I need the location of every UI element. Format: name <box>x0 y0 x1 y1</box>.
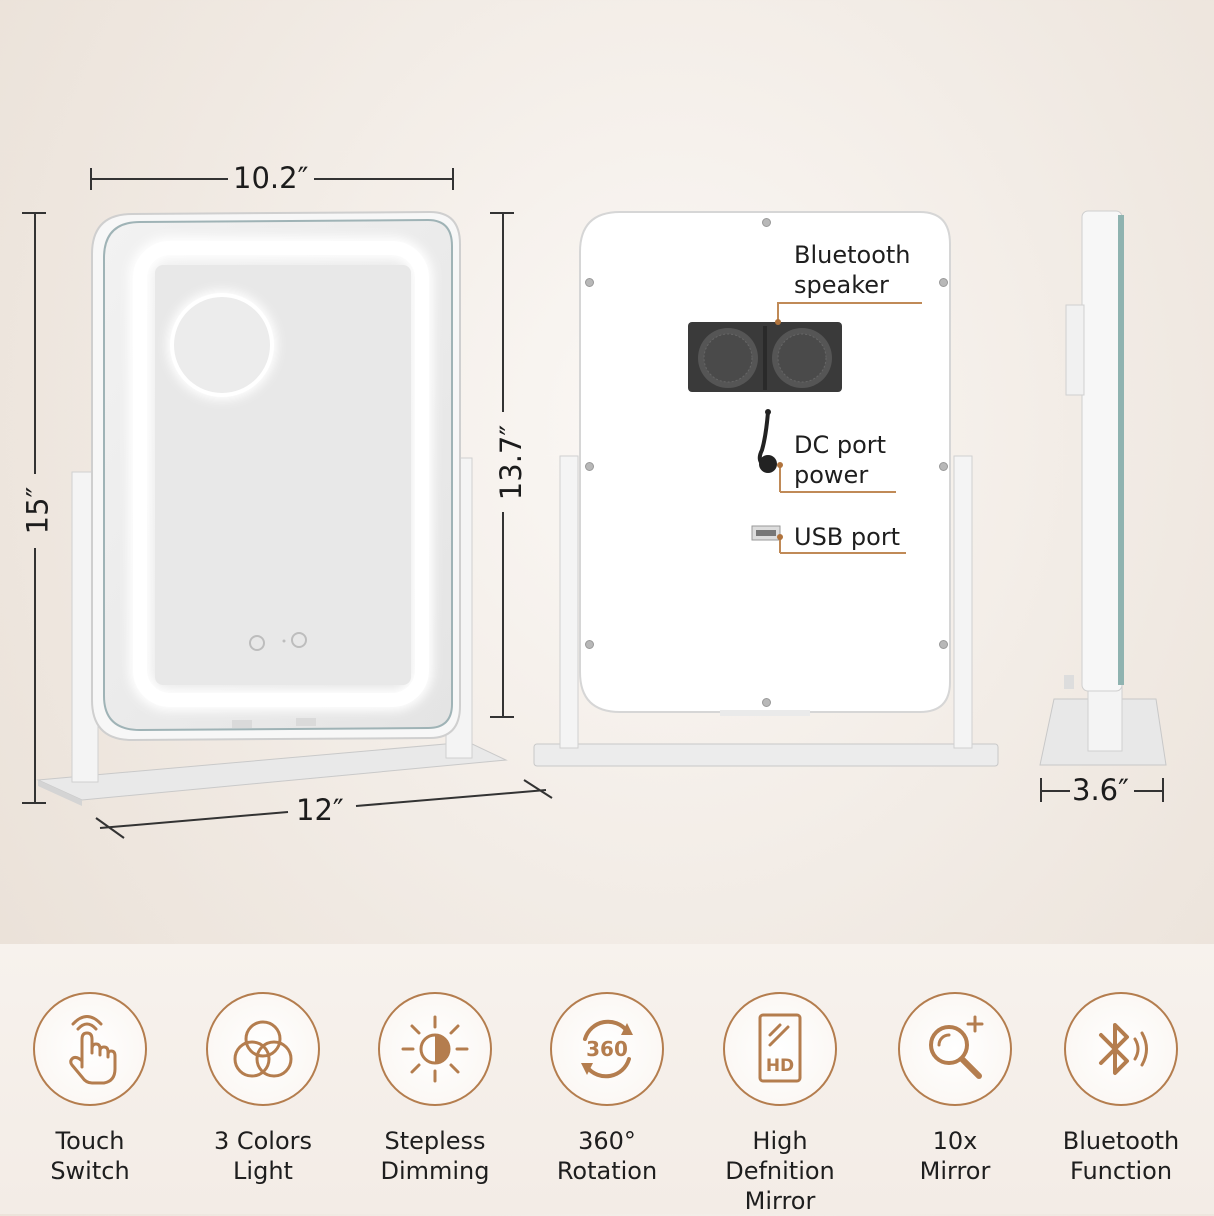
touch-switch-icon <box>33 992 147 1106</box>
feature-label: 360° Rotation <box>556 1127 658 1185</box>
bluetooth-icon <box>1064 992 1178 1106</box>
base-width-dimension-line <box>95 779 553 839</box>
feature-bluetooth: Bluetooth Function <box>1036 992 1206 1186</box>
feature-dimming: Stepless Dimming <box>350 992 520 1186</box>
dimension-width-base: 12″ <box>296 793 344 827</box>
feature-label: High Defnition Mirror <box>725 1127 835 1215</box>
side-mirror-illustration <box>1039 210 1167 766</box>
feature-label: 3 Colors Light <box>213 1127 313 1185</box>
feature-hd-mirror: HD High Defnition Mirror <box>695 992 865 1216</box>
feature-label: 10x Mirror <box>919 1127 991 1185</box>
product-dimensions-panel: 10.2″ 15″ 12″ 13.7″ <box>20 161 1167 839</box>
callout-dc-port: DC port power <box>794 431 887 489</box>
feature-magnifier: 10x Mirror <box>870 992 1040 1186</box>
front-mirror-illustration <box>36 210 508 806</box>
hd-badge: HD <box>766 1056 794 1076</box>
rotation-360-icon: 360 <box>550 992 664 1106</box>
back-mirror-illustration <box>533 211 999 767</box>
dimension-height-mirror: 13.7″ <box>494 424 529 501</box>
hd-mirror-icon: HD <box>723 992 837 1106</box>
callout-bluetooth-speaker: Bluetooth speaker <box>794 241 911 299</box>
dimming-icon <box>378 992 492 1106</box>
dimension-width-top: 10.2″ <box>233 161 309 195</box>
dimension-depth: 3.6″ <box>1072 773 1129 807</box>
three-colors-icon <box>206 992 320 1106</box>
magnifier-icon <box>898 992 1012 1106</box>
feature-three-colors: 3 Colors Light <box>178 992 348 1186</box>
features-panel: Touch Switch 3 Colors Light <box>0 944 1214 1216</box>
feature-touch-switch: Touch Switch <box>5 992 175 1186</box>
callout-usb-port: USB port <box>794 523 901 551</box>
feature-label: Stepless Dimming <box>380 1127 490 1185</box>
feature-label: Bluetooth Function <box>1062 1127 1180 1185</box>
feature-rotation: 360 360° Rotation <box>522 992 692 1186</box>
feature-label: Touch Switch <box>50 1127 130 1185</box>
rotation-badge: 360 <box>586 1037 628 1061</box>
